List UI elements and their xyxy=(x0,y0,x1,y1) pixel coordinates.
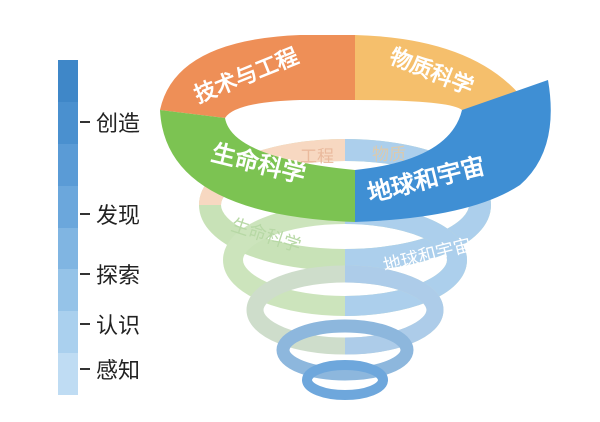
segment-life xyxy=(160,110,355,222)
level-label: 认识 xyxy=(96,314,141,339)
level-label: 探索 xyxy=(96,264,141,289)
faded-label-engineering: 工程 xyxy=(300,147,334,167)
lower-coils xyxy=(199,139,492,355)
level-label: 感知 xyxy=(96,359,141,384)
level-scale-bar xyxy=(58,60,78,395)
faded-label-material: 物质 xyxy=(372,145,406,165)
level-understand: 认识 xyxy=(80,308,140,340)
segment-engineering xyxy=(160,35,355,118)
segment-earth xyxy=(355,80,551,222)
level-explore: 探索 xyxy=(80,258,140,290)
level-perceive: 感知 xyxy=(80,353,140,385)
bottom-coils xyxy=(276,319,414,400)
level-discover: 发现 xyxy=(80,198,140,230)
level-create: 创造 xyxy=(80,106,140,138)
level-label: 发现 xyxy=(96,204,141,229)
level-label: 创造 xyxy=(96,112,141,137)
segment-material xyxy=(355,35,520,110)
